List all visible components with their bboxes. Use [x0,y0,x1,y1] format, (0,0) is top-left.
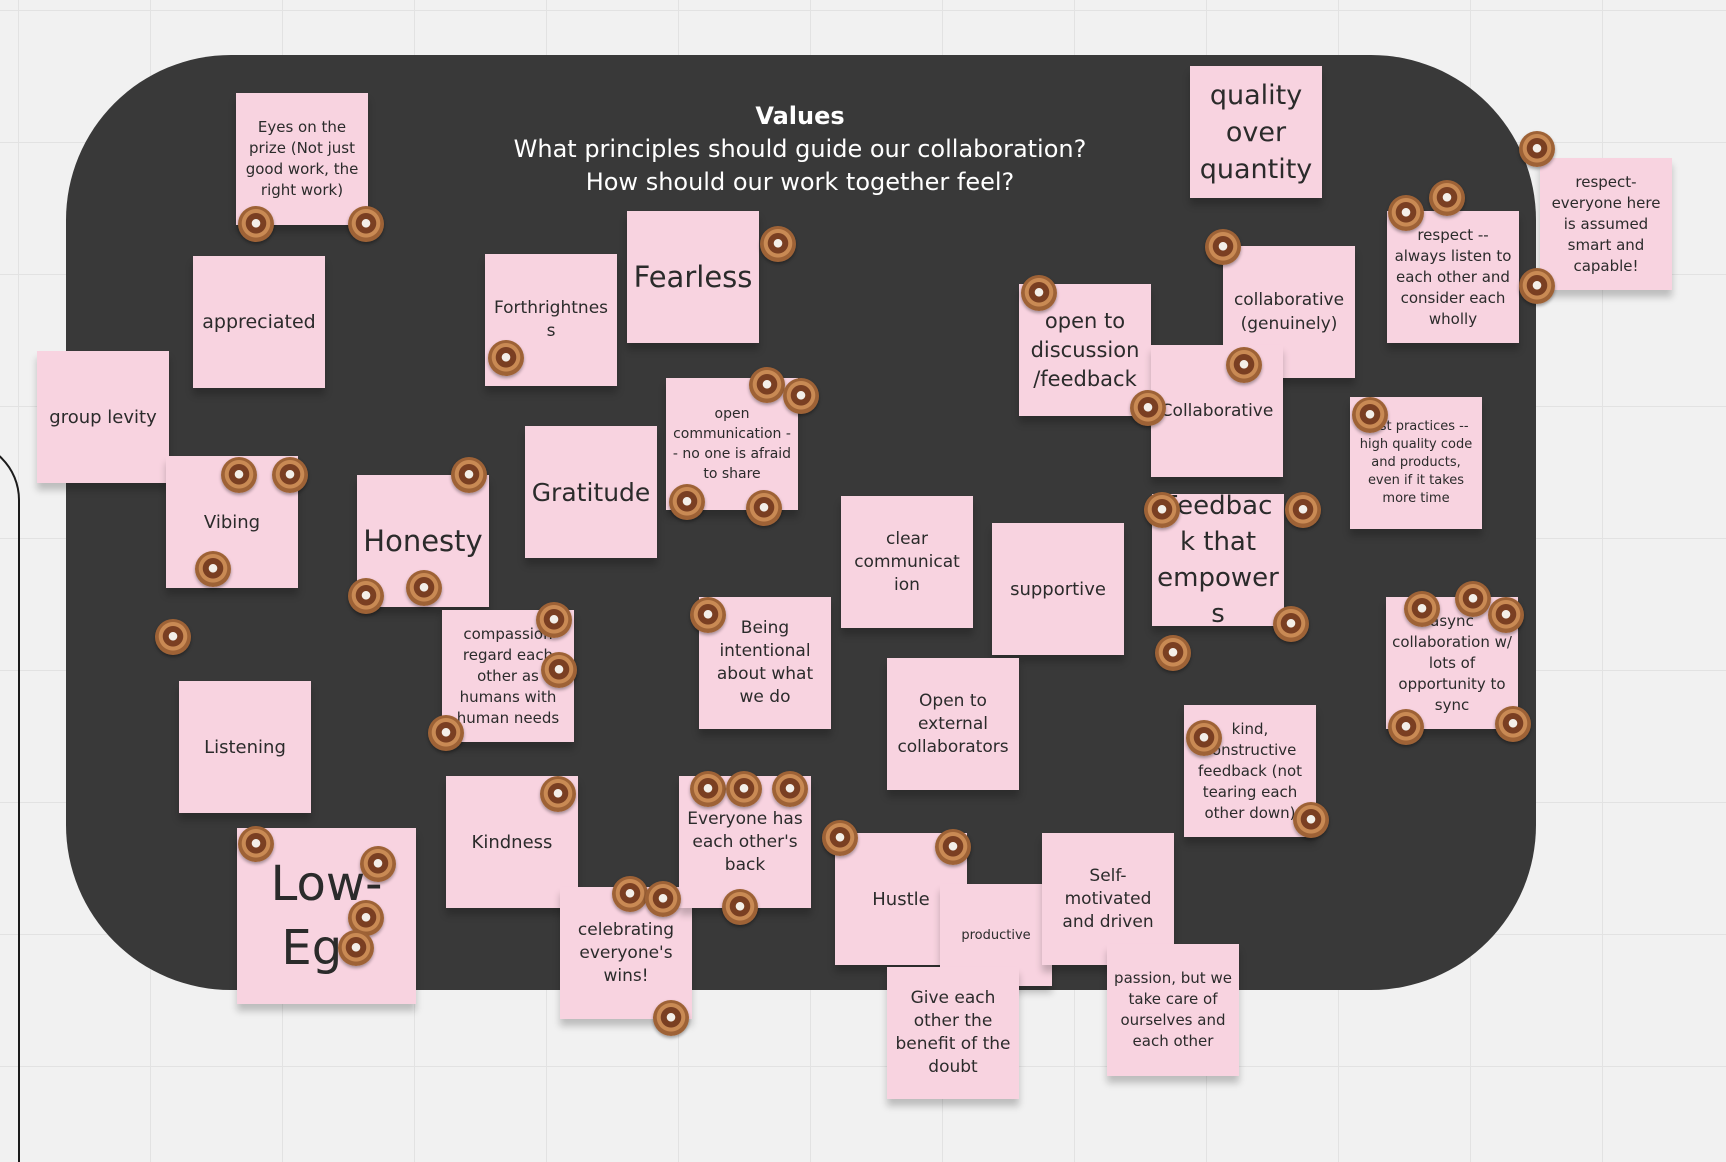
board-subtitle-1: What principles should guide our collabo… [513,135,1087,163]
donut-icon[interactable] [746,490,782,526]
donut-icon[interactable] [1293,802,1329,838]
donut-icon[interactable] [653,1000,689,1036]
sticky-note-passion[interactable]: passion, but we take care of ourselves a… [1107,944,1239,1076]
board-subtitle-2: How should our work together feel? [585,168,1015,196]
sticky-note-open-external[interactable]: Open to external collaborators [887,658,1019,790]
donut-icon[interactable] [1273,606,1309,642]
donut-icon[interactable] [238,826,274,862]
sticky-note-clear-communication[interactable]: clear communication [841,496,973,628]
donut-icon[interactable] [338,930,374,966]
sticky-note-eyes-on-prize[interactable]: Eyes on the prize (Not just good work, t… [236,93,368,225]
donut-icon[interactable] [822,820,858,856]
donut-icon[interactable] [1205,229,1241,265]
donut-icon[interactable] [348,578,384,614]
donut-icon[interactable] [272,457,308,493]
donut-icon[interactable] [488,340,524,376]
donut-icon[interactable] [1352,397,1388,433]
donut-icon[interactable] [221,457,257,493]
donut-icon[interactable] [690,771,726,807]
donut-icon[interactable] [612,876,648,912]
donut-icon[interactable] [1488,597,1524,633]
donut-icon[interactable] [726,771,762,807]
donut-icon[interactable] [1226,347,1262,383]
sticky-note-gratitude[interactable]: Gratitude [525,426,657,558]
donut-icon[interactable] [1495,706,1531,742]
sticky-note-fearless[interactable]: Fearless [627,211,759,343]
sticky-note-quality[interactable]: quality over quantity [1190,66,1322,198]
donut-icon[interactable] [772,771,808,807]
sticky-note-respect-smart[interactable]: respect- everyone here is assumed smart … [1540,158,1672,290]
sticky-note-supportive[interactable]: supportive [992,523,1124,655]
donut-icon[interactable] [1404,591,1440,627]
donut-icon[interactable] [406,570,442,606]
donut-icon[interactable] [760,226,796,262]
donut-icon[interactable] [1429,180,1465,216]
donut-icon[interactable] [935,829,971,865]
board-title: Values [755,102,845,130]
board-heading: Values What principles should guide our … [440,100,1160,199]
donut-icon[interactable] [1455,581,1491,617]
donut-icon[interactable] [1021,275,1057,311]
sticky-note-give-benefit[interactable]: Give each other the benefit of the doubt [887,967,1019,1099]
donut-icon[interactable] [348,206,384,242]
donut-icon[interactable] [645,881,681,917]
donut-icon[interactable] [1519,131,1555,167]
donut-icon[interactable] [1155,635,1191,671]
sticky-note-listening[interactable]: Listening [179,681,311,813]
sticky-note-collaborative[interactable]: Collaborative [1151,345,1283,477]
donut-icon[interactable] [541,652,577,688]
donut-icon[interactable] [722,889,758,925]
sticky-note-feedback-empowers[interactable]: Feedback that empowers [1152,494,1284,626]
donut-icon[interactable] [428,715,464,751]
donut-icon[interactable] [783,378,819,414]
frame-edge-line [0,440,20,1162]
donut-icon[interactable] [1285,492,1321,528]
sticky-note-respect-listen[interactable]: respect -- always listen to each other a… [1387,211,1519,343]
donut-icon[interactable] [749,367,785,403]
donut-icon[interactable] [669,484,705,520]
sticky-note-group-levity[interactable]: group levity [37,351,169,483]
donut-icon[interactable] [451,457,487,493]
donut-icon[interactable] [360,846,396,882]
donut-icon[interactable] [536,602,572,638]
donut-icon[interactable] [1388,709,1424,745]
donut-icon[interactable] [1519,268,1555,304]
donut-icon[interactable] [1186,720,1222,756]
donut-icon[interactable] [690,597,726,633]
donut-icon[interactable] [1388,195,1424,231]
sticky-note-appreciated[interactable]: appreciated [193,256,325,388]
donut-icon[interactable] [238,206,274,242]
donut-icon[interactable] [195,551,231,587]
sticky-note-self-motivated[interactable]: Self-motivated and driven [1042,833,1174,965]
donut-icon[interactable] [540,776,576,812]
donut-icon[interactable] [1130,390,1166,426]
donut-icon[interactable] [155,619,191,655]
donut-icon[interactable] [1144,492,1180,528]
